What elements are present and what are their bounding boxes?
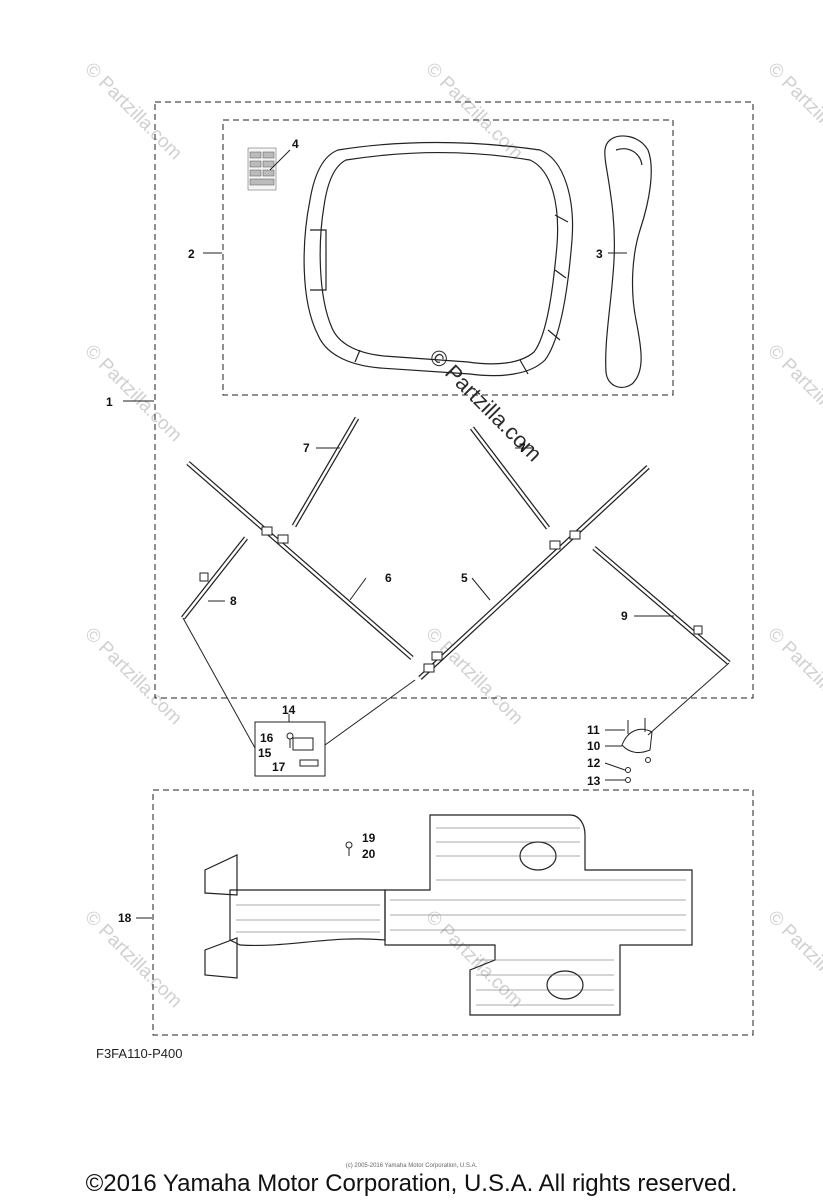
callout-14: 14 <box>282 703 296 717</box>
part-hardware <box>286 718 653 783</box>
group-box-14 <box>254 721 326 777</box>
callout-1: 1 <box>106 395 113 409</box>
callout-8: 8 <box>230 594 237 608</box>
group-box-1 <box>154 101 754 699</box>
leader-lines <box>123 149 730 919</box>
callout-15: 15 <box>258 746 272 760</box>
callout-12: 12 <box>587 756 601 770</box>
watermark: © Partzilla.com <box>80 624 185 729</box>
fine-print: (c) 2005-2016 Yamaha Motor Corporation, … <box>345 1163 478 1169</box>
watermark: © Partzilla.com <box>763 341 823 446</box>
watermark-layer: © Partzilla.com © Partzilla.com © Partzi… <box>80 59 823 1012</box>
callout-18: 18 <box>118 911 132 925</box>
watermark: © Partzilla.com <box>763 59 823 164</box>
diagram-code: F3FA110-P400 <box>96 1046 183 1061</box>
callout-3: 3 <box>596 247 603 261</box>
callout-10: 10 <box>587 739 601 753</box>
part-storage-boot <box>604 135 652 388</box>
callout-5: 5 <box>461 571 468 585</box>
group-box-2 <box>222 119 674 396</box>
watermark: © Partzilla.com <box>421 59 526 164</box>
callout-16: 16 <box>260 731 274 745</box>
watermark: © Partzilla.com <box>421 907 526 1012</box>
watermark: © Partzilla.com <box>80 907 185 1012</box>
callout-7: 7 <box>519 441 526 455</box>
callout-19: 19 <box>362 831 376 845</box>
callout-9: 9 <box>621 609 628 623</box>
callout-2: 2 <box>188 247 195 261</box>
group-box-18 <box>152 789 754 1036</box>
watermark: © Partzilla.com <box>763 907 823 1012</box>
watermark: © Partzilla.com <box>80 341 185 446</box>
copyright-notice: ©2016 Yamaha Motor Corporation, U.S.A. A… <box>85 1170 738 1197</box>
part-label-sheet <box>247 147 277 191</box>
callout-11: 11 <box>587 723 600 737</box>
callout-labels: 1 2 3 4 5 6 7 7 8 9 10 11 12 13 14 15 16… <box>106 137 628 925</box>
part-bimini-canvas <box>303 141 574 377</box>
part-deck-mat <box>204 814 693 1016</box>
callout-17: 17 <box>272 760 286 774</box>
watermark: © Partzilla.com <box>421 624 526 729</box>
callout-6: 6 <box>385 571 392 585</box>
callout-7: 7 <box>303 441 310 455</box>
watermark: © Partzilla.com <box>763 624 823 729</box>
callout-20: 20 <box>362 847 376 861</box>
part-frame-tubes <box>181 416 731 680</box>
callout-4: 4 <box>292 137 299 151</box>
watermark: © Partzilla.com <box>80 59 185 164</box>
callout-13: 13 <box>587 774 601 788</box>
part-bolt <box>345 841 353 856</box>
